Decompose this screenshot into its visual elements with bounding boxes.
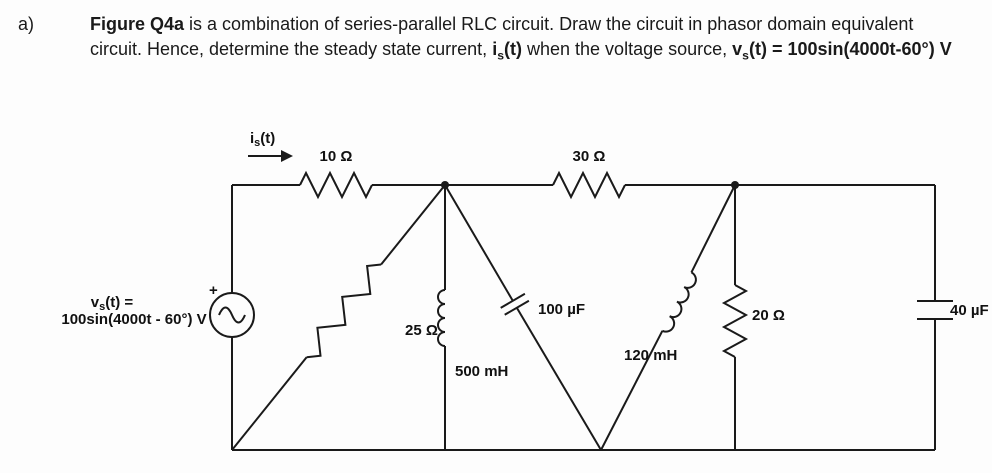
capacitor-100uf-label: 100 µF bbox=[538, 301, 585, 318]
resistor-25ohm: 25 Ω bbox=[231, 184, 446, 451]
voltage-expression: vs(t) = 100sin(4000t-60°) V bbox=[732, 39, 952, 63]
voltage-source: + vs(t) = 100sin(4000t - 60°) V bbox=[61, 185, 255, 450]
current-arrow-label: is(t) bbox=[250, 130, 275, 149]
current-arrow: is(t) bbox=[248, 130, 293, 162]
question-part-label: a) bbox=[18, 14, 35, 34]
inductor-500mh-label: 500 mH bbox=[455, 363, 508, 380]
figure-reference: Figure Q4a bbox=[90, 14, 185, 34]
capacitor-100uf: 100 µF bbox=[444, 184, 602, 451]
resistor-20ohm-label: 20 Ω bbox=[752, 307, 785, 324]
inductor-120mh: 120 mH bbox=[600, 184, 736, 451]
inductor-500mh: 500 mH bbox=[437, 185, 508, 450]
resistor-10ohm: 10 Ω bbox=[299, 148, 373, 200]
capacitor-40uf-label: 40 µF bbox=[950, 302, 989, 319]
resistor-25ohm-label: 25 Ω bbox=[405, 322, 438, 339]
question-text-segment-2: when the voltage source, bbox=[522, 39, 733, 59]
current-base: i bbox=[492, 39, 498, 59]
resistor-20ohm: 20 Ω bbox=[721, 185, 785, 450]
current-symbol: is(t) bbox=[492, 39, 522, 63]
voltage-rest: (t) = 100sin(4000t-60°) V bbox=[748, 39, 952, 59]
resistor-10ohm-label: 10 Ω bbox=[320, 148, 353, 165]
voltage-base: v bbox=[732, 39, 743, 59]
inductor-120mh-label: 120 mH bbox=[624, 347, 677, 364]
question-block: a) Figure Q4a is a combination of series… bbox=[18, 12, 968, 69]
voltage-subscript: s bbox=[742, 48, 749, 63]
current-rest: (t) bbox=[504, 39, 522, 59]
capacitor-40uf: 40 µF bbox=[917, 185, 989, 450]
source-polarity-plus: + bbox=[209, 282, 218, 299]
source-label-line2: 100sin(4000t - 60°) V bbox=[61, 311, 206, 328]
circuit-diagram: 10 Ω 30 Ω is(t) + vs(t) = 100sin(4000t -… bbox=[61, 130, 989, 451]
question-text-segment: is a combination of series-parallel RLC … bbox=[90, 14, 914, 59]
source-label-line1: vs(t) = bbox=[91, 294, 134, 313]
resistor-30ohm-label: 30 Ω bbox=[573, 148, 606, 165]
resistor-30ohm: 30 Ω bbox=[552, 148, 626, 200]
current-subscript: s bbox=[497, 48, 505, 63]
arrow-head bbox=[281, 150, 293, 162]
question-body: Figure Q4a is a combination of series-pa… bbox=[90, 12, 968, 69]
